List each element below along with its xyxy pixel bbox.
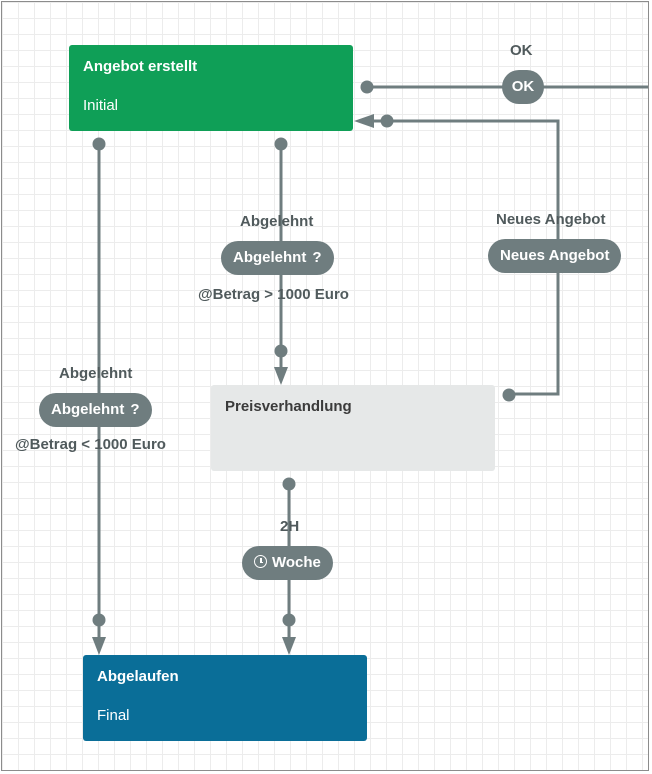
state-abgelaufen[interactable]: Abgelaufen Final (83, 655, 367, 741)
transition-button-abgelehnt-hoch[interactable]: Abgelehnt? (221, 241, 334, 275)
state-title: Preisverhandlung (225, 398, 352, 415)
button-label: Abgelehnt (233, 249, 307, 266)
transition-button-abgelehnt-niedrig[interactable]: Abgelehnt? (39, 393, 152, 427)
clock-icon (254, 555, 267, 568)
port-dot (92, 613, 106, 627)
transition-button-neues-angebot[interactable]: Neues Angebot (488, 239, 622, 273)
state-type-label: Final (97, 707, 130, 724)
transition-label-ok: OK (510, 42, 533, 59)
arrowhead-left (354, 114, 374, 128)
port-dot (282, 477, 296, 491)
port-dot (502, 388, 516, 402)
port-dot (92, 137, 106, 151)
state-title: Angebot erstellt (83, 58, 198, 75)
button-label: Woche (272, 554, 321, 571)
state-type-label: Initial (83, 97, 119, 114)
arrowhead-down (282, 637, 296, 655)
question-mark-icon: ? (312, 249, 322, 266)
port-dot (282, 613, 296, 627)
transition-label-abgelehnt: Abgelehnt (240, 213, 314, 230)
port-dot (274, 344, 288, 358)
state-title: Abgelaufen (97, 668, 179, 685)
transition-condition: @Betrag > 1000 Euro (198, 286, 349, 303)
arrowhead-down (92, 637, 106, 655)
transition-label-timer: 2H (280, 518, 300, 535)
state-angebot-erstellt[interactable]: Angebot erstellt Initial (69, 45, 353, 131)
port-dot (360, 80, 374, 94)
transition-label-abgelehnt: Abgelehnt (59, 365, 133, 382)
transition-label-neues-angebot: Neues Angebot (496, 211, 606, 228)
button-label: Abgelehnt (51, 401, 125, 418)
transition-button-timer[interactable]: Woche (242, 546, 333, 580)
state-preisverhandlung[interactable]: Preisverhandlung (211, 385, 495, 471)
transition-condition: @Betrag < 1000 Euro (15, 436, 166, 453)
port-dot (274, 137, 288, 151)
transition-button-ok[interactable]: OK (502, 70, 544, 104)
port-dot (380, 114, 394, 128)
question-mark-icon: ? (130, 401, 140, 418)
arrowhead-down (274, 367, 288, 385)
